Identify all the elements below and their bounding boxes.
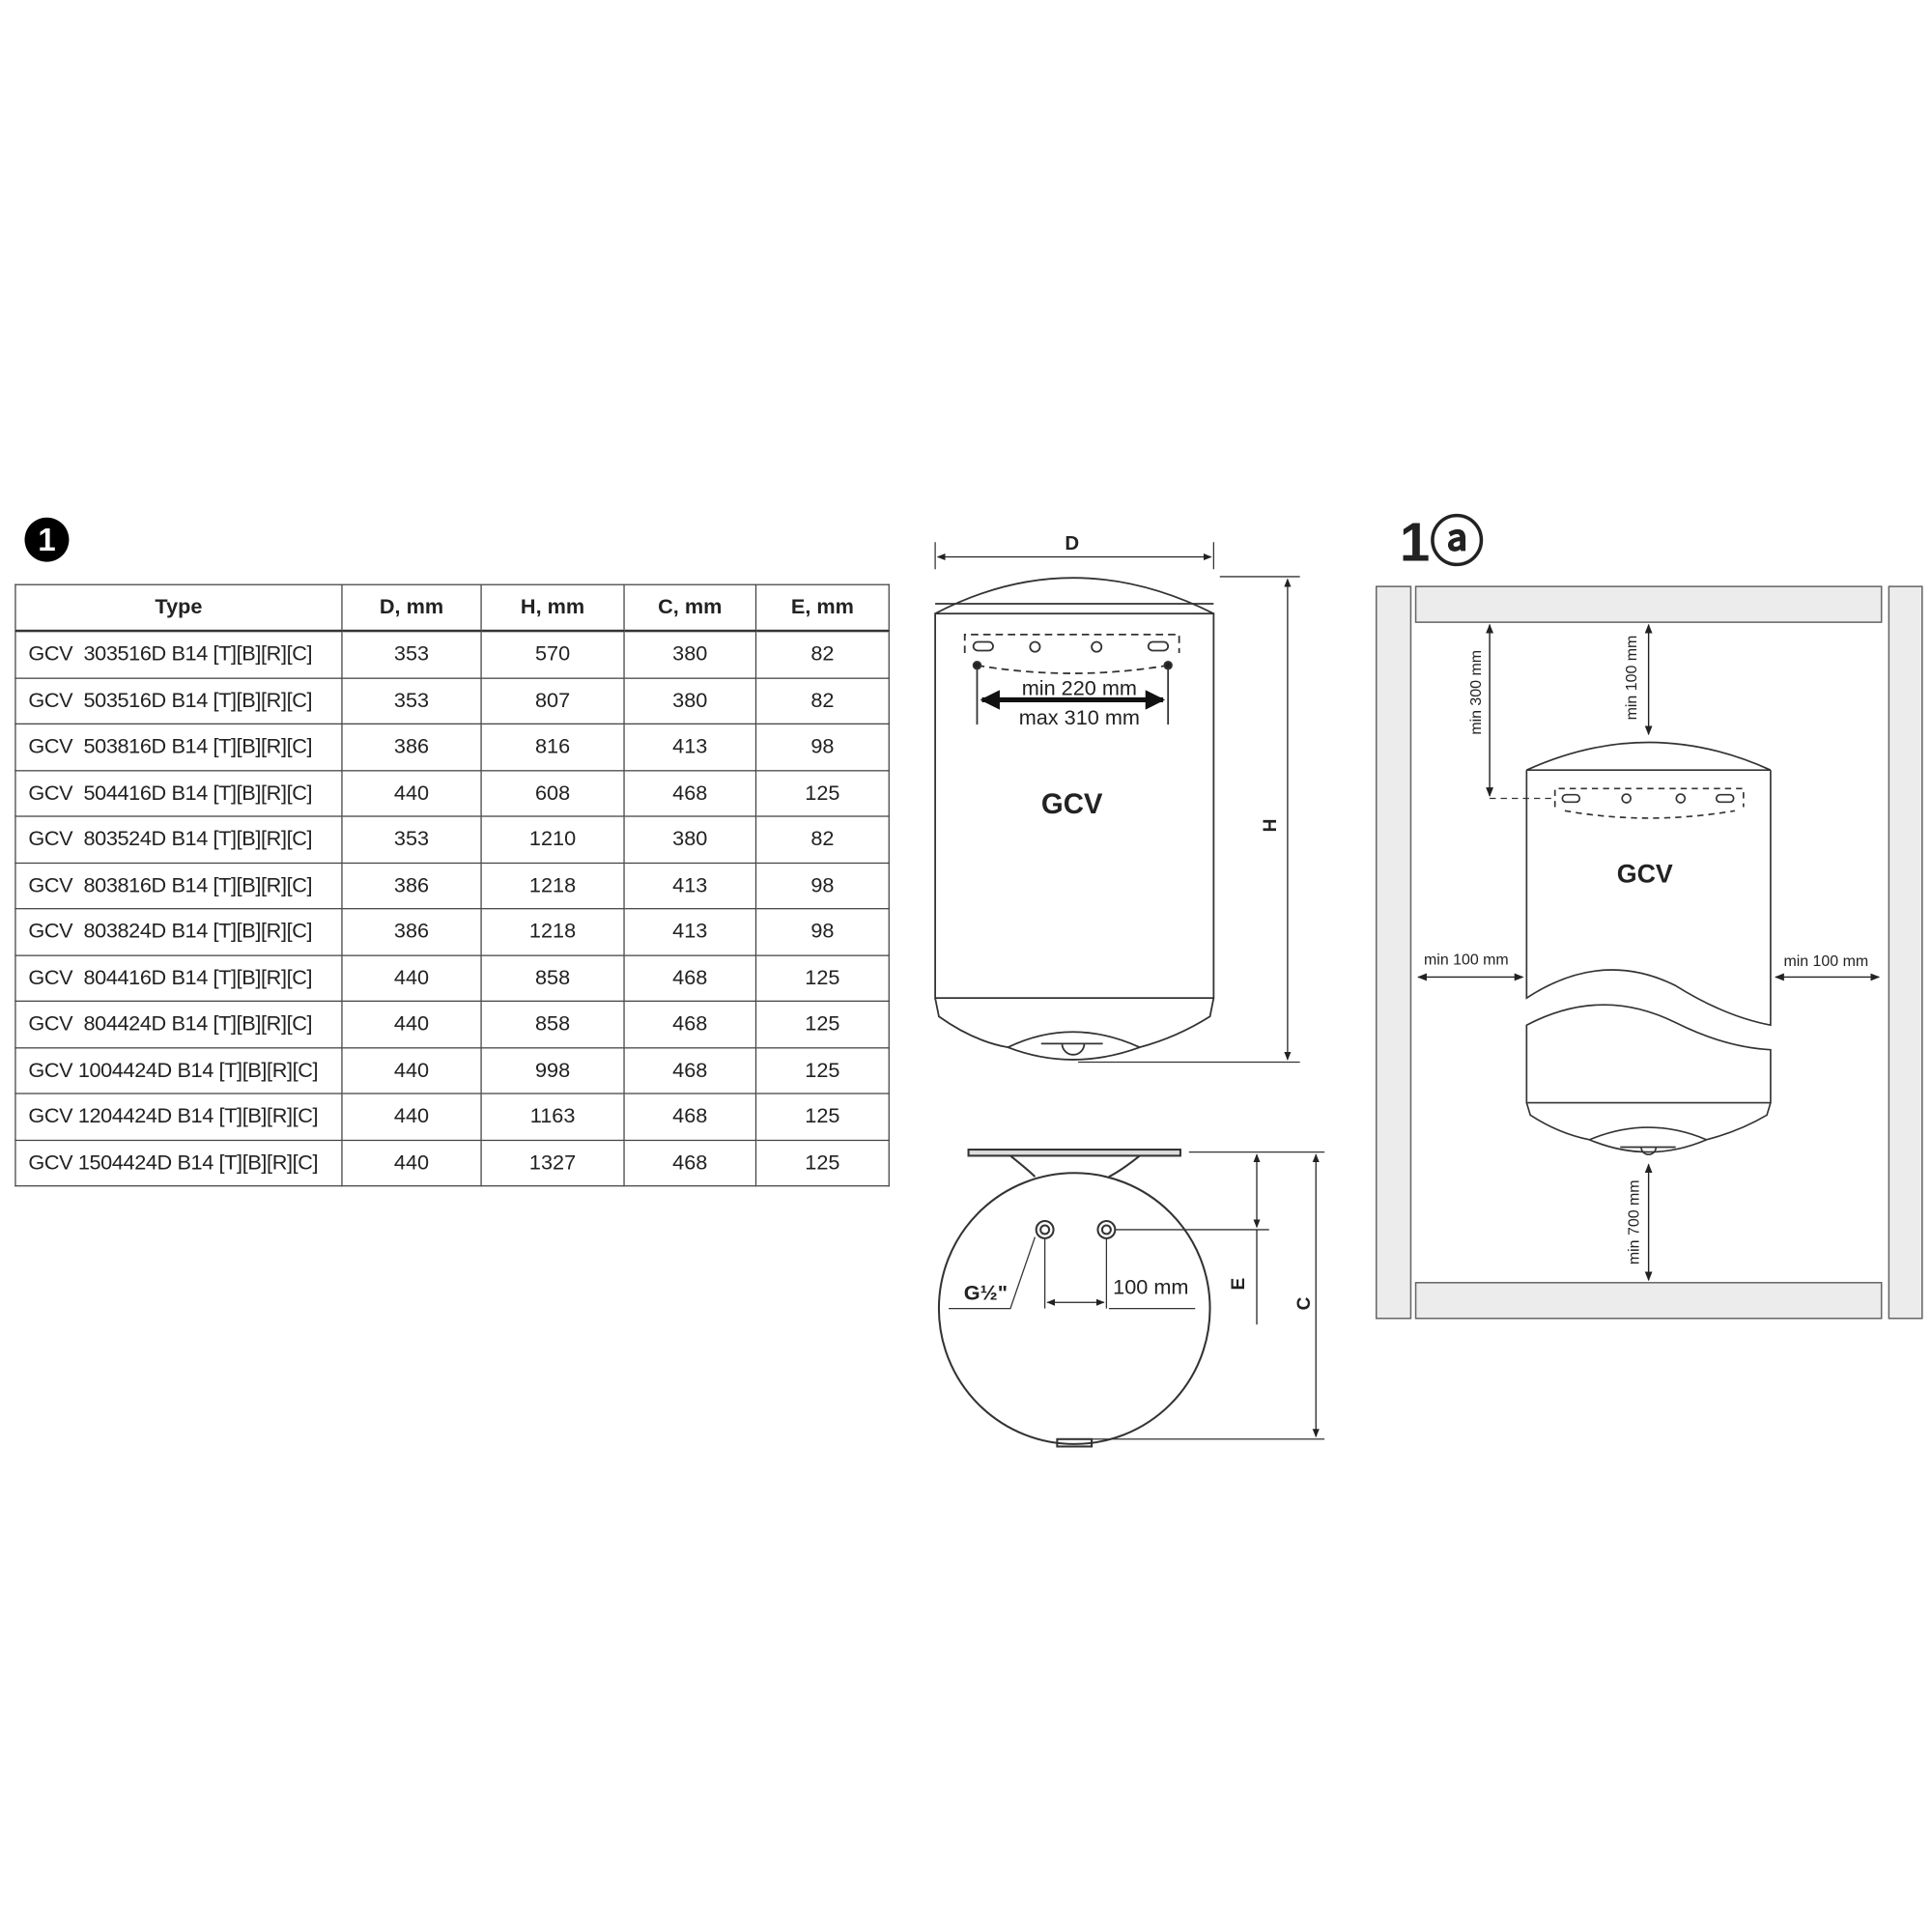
- cell-h: 608: [480, 769, 625, 817]
- cell-h: 998: [480, 1046, 625, 1094]
- cell-d: 386: [341, 862, 482, 910]
- cell-c: 380: [623, 630, 757, 679]
- cell-type: GCV 503816D B14 [T][B][R][C]: [14, 723, 343, 771]
- cell-e: 125: [754, 1046, 890, 1094]
- cell-h: 1218: [480, 908, 625, 956]
- cell-h: 858: [480, 953, 625, 1002]
- cell-h: 570: [480, 630, 625, 679]
- c-label: C: [1294, 1296, 1315, 1310]
- bracket-max-label: max 310 mm: [1019, 705, 1140, 729]
- cell-e: 125: [754, 769, 890, 817]
- right-clearance-label: min 100 mm: [1783, 953, 1868, 970]
- pipe-spacing-label: 100 mm: [1113, 1274, 1188, 1298]
- top-view-heater: [937, 1149, 1325, 1448]
- bottom-clearance-label: min 700 mm: [1626, 1179, 1642, 1264]
- header-type: Type: [14, 583, 343, 633]
- front-view-heater: [934, 577, 1215, 1061]
- table-header-row: Type D, mm H, mm C, mm E, mm: [14, 583, 890, 633]
- front-brand-label: GCV: [1041, 788, 1103, 820]
- cell-d: 440: [341, 1093, 482, 1141]
- cell-type: GCV 1204424D B14 [T][B][R][C]: [14, 1093, 343, 1141]
- cell-c: 468: [623, 1139, 757, 1187]
- cell-h: 1218: [480, 862, 625, 910]
- cell-e: 98: [754, 908, 890, 956]
- cell-type: GCV 804424D B14 [T][B][R][C]: [14, 1000, 343, 1048]
- cell-h: 1327: [480, 1139, 625, 1187]
- cell-c: 468: [623, 769, 757, 817]
- cell-type: GCV 1004424D B14 [T][B][R][C]: [14, 1046, 343, 1094]
- cell-e: 125: [754, 1000, 890, 1048]
- cell-c: 468: [623, 1093, 757, 1141]
- header-e: E, mm: [754, 583, 890, 633]
- cell-e: 82: [754, 815, 890, 864]
- installation-heater: [1490, 741, 1772, 1155]
- header-c: C, mm: [623, 583, 757, 633]
- installation-brand-label: GCV: [1617, 859, 1673, 888]
- cell-d: 353: [341, 630, 482, 679]
- cell-c: 380: [623, 815, 757, 864]
- cell-e: 98: [754, 862, 890, 910]
- bracket-min-label: min 220 mm: [1022, 675, 1137, 699]
- cell-d: 386: [341, 908, 482, 956]
- cell-type: GCV 803824D B14 [T][B][R][C]: [14, 908, 343, 956]
- cell-c: 468: [623, 1000, 757, 1048]
- d-label: D: [1065, 533, 1079, 554]
- e-label: E: [1229, 1277, 1249, 1290]
- cell-d: 440: [341, 1139, 482, 1187]
- figure-number-badge: 1: [24, 517, 70, 562]
- cell-type: GCV 1504424D B14 [T][B][R][C]: [14, 1139, 343, 1187]
- header-h: H, mm: [480, 583, 625, 633]
- cell-type: GCV 803524D B14 [T][B][R][C]: [14, 815, 343, 864]
- cell-d: 440: [341, 769, 482, 817]
- installation-walls: [1375, 585, 1923, 1320]
- cell-type: GCV 503516D B14 [T][B][R][C]: [14, 676, 343, 724]
- left-clearance-label: min 100 mm: [1424, 952, 1509, 969]
- cell-c: 413: [623, 723, 757, 771]
- dimensions-table: Type D, mm H, mm C, mm E, mm GCV 303516D…: [14, 583, 890, 1187]
- cell-h: 807: [480, 676, 625, 724]
- cell-c: 468: [623, 1046, 757, 1094]
- thread-label: G½": [964, 1281, 1008, 1305]
- cell-type: GCV 803816D B14 [T][B][R][C]: [14, 862, 343, 910]
- figure-variant-label: 1ⓐ: [1400, 511, 1484, 572]
- cell-e: 98: [754, 723, 890, 771]
- cell-d: 440: [341, 1046, 482, 1094]
- cell-type: GCV 303516D B14 [T][B][R][C]: [14, 630, 343, 679]
- cell-d: 386: [341, 723, 482, 771]
- bracket-clearance-label: min 300 mm: [1468, 650, 1485, 735]
- cell-c: 413: [623, 862, 757, 910]
- cell-e: 125: [754, 1139, 890, 1187]
- cell-c: 413: [623, 908, 757, 956]
- h-label: H: [1258, 819, 1278, 833]
- cell-c: 380: [623, 676, 757, 724]
- cell-type: GCV 504416D B14 [T][B][R][C]: [14, 769, 343, 817]
- cell-d: 353: [341, 815, 482, 864]
- cell-d: 440: [341, 953, 482, 1002]
- cell-h: 816: [480, 723, 625, 771]
- cell-h: 1210: [480, 815, 625, 864]
- cell-e: 82: [754, 676, 890, 724]
- cell-e: 82: [754, 630, 890, 679]
- clearance-arrows: [1417, 623, 1881, 1282]
- top-clearance-label: min 100 mm: [1624, 636, 1640, 721]
- cell-d: 440: [341, 1000, 482, 1048]
